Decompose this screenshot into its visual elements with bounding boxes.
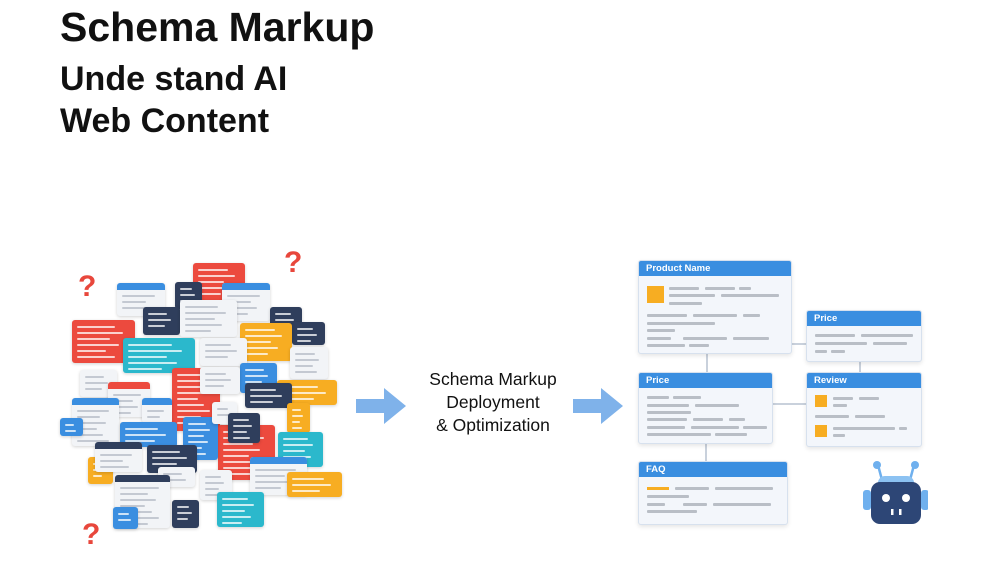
card-header: Review xyxy=(807,373,921,388)
title-line-3: Web Content xyxy=(60,102,270,140)
content-snippet-card xyxy=(72,398,119,446)
content-snippet-card xyxy=(290,347,328,379)
card-header: Product Name xyxy=(639,261,791,276)
content-snippet-card xyxy=(287,403,310,433)
connector xyxy=(705,442,707,461)
content-snippet-card xyxy=(245,383,292,408)
content-snippet-card xyxy=(60,418,83,436)
content-snippet-card xyxy=(217,492,264,527)
content-snippet-card xyxy=(200,338,247,366)
rating-icon xyxy=(815,425,827,437)
content-snippet-card xyxy=(143,307,180,335)
content-snippet-card xyxy=(95,442,142,472)
question-mark-icon: ? xyxy=(82,518,101,551)
robot-icon xyxy=(863,461,928,524)
content-snippet-card xyxy=(200,470,232,500)
connector xyxy=(859,360,861,372)
content-snippet-card xyxy=(172,500,199,528)
question-mark-icon: ? xyxy=(284,246,303,279)
rating-icon xyxy=(815,395,827,407)
card-header: Price xyxy=(807,311,921,326)
schema-card-review: Review xyxy=(806,372,922,447)
content-snippet-card xyxy=(142,398,172,423)
title-subtitle: Unde stand AI Web Content xyxy=(60,58,287,142)
schema-card-price-top: Price xyxy=(806,310,922,362)
content-snippet-card xyxy=(180,300,237,337)
content-snippet-card xyxy=(240,323,292,361)
content-snippet-card xyxy=(287,472,342,497)
process-line-2: Deployment xyxy=(446,392,540,412)
question-mark-icon: ? xyxy=(78,270,97,303)
highlight-bar xyxy=(647,487,669,490)
connector xyxy=(790,343,806,345)
card-header: FAQ xyxy=(639,462,787,477)
content-snippet-card xyxy=(113,507,138,529)
schema-card-price: Price xyxy=(638,372,773,444)
content-snippet-card xyxy=(123,338,195,373)
card-header: Price xyxy=(639,373,772,388)
arrow-right-icon xyxy=(573,388,623,424)
connector xyxy=(771,403,806,405)
title-line-2: Unde stand AI xyxy=(60,60,288,98)
title-line-1: Schema Markup xyxy=(60,4,375,50)
process-label: Schema Markup Deployment & Optimization xyxy=(410,368,576,437)
content-snippet-card xyxy=(292,322,325,345)
process-line-3: & Optimization xyxy=(436,415,550,435)
content-snippet-card xyxy=(228,413,260,443)
schema-card-product-name: Product Name xyxy=(638,260,792,354)
connector xyxy=(706,352,708,372)
process-line-1: Schema Markup xyxy=(429,369,557,389)
image-placeholder xyxy=(647,286,664,303)
schema-card-faq: FAQ xyxy=(638,461,788,525)
arrow-right-icon xyxy=(356,388,406,424)
content-snippet-card xyxy=(200,367,240,394)
